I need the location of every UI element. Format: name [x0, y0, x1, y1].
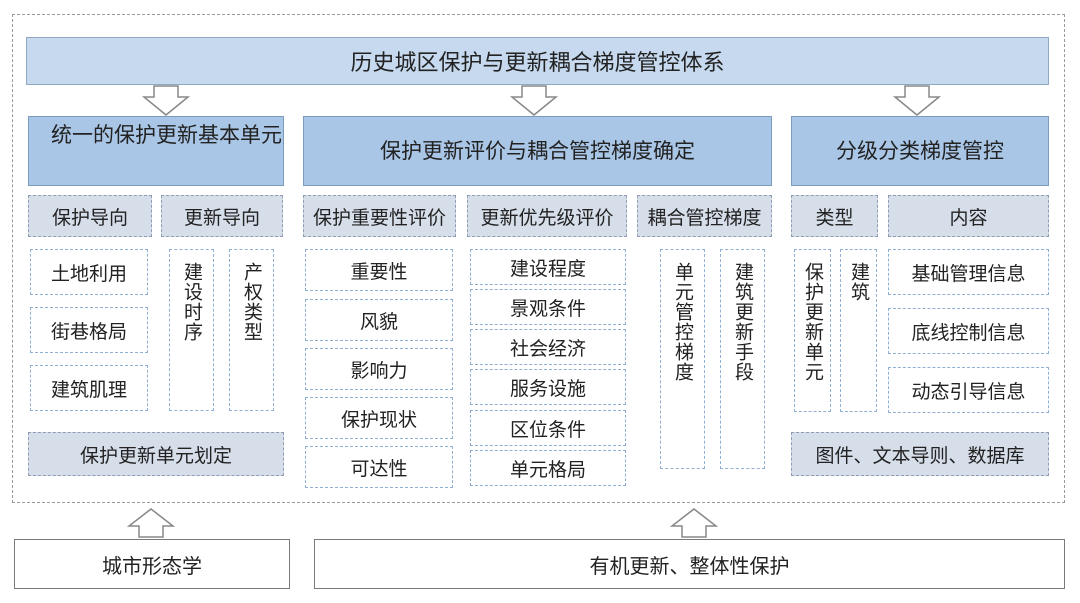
col2-header: 保护更新评价与耦合管控梯度确定: [303, 116, 772, 186]
outer-dashed-frame: [12, 14, 1065, 503]
foundation-organic-renewal: 有机更新、整体性保护: [314, 539, 1065, 589]
up-arrow-right: [669, 508, 719, 538]
col3-item-baseline-control: 底线控制信息: [888, 308, 1049, 354]
col2-eval-item-importance: 重要性: [305, 249, 453, 291]
col1-item-land-use: 土地利用: [30, 249, 148, 295]
col2-renew-item-construction: 建设程度: [470, 249, 626, 285]
col2-renew-item-services: 服务设施: [470, 369, 626, 405]
col3-sub-type: 类型: [791, 195, 878, 237]
col1-item-street-pattern: 街巷格局: [30, 307, 148, 353]
col3-sub-content: 内容: [888, 195, 1049, 237]
col2-renew-item-landscape: 景观条件: [470, 289, 626, 325]
down-arrow-left: [141, 85, 191, 116]
col1-item-building-texture: 建筑肌理: [30, 365, 148, 411]
col1-vert-property-type: 产权类型: [229, 249, 274, 411]
col3-footer: 图件、文本导则、数据库: [791, 432, 1049, 476]
col2-renew-item-unit-pattern: 单元格局: [470, 450, 626, 486]
foundation-urban-morphology: 城市形态学: [14, 539, 290, 589]
down-arrow-middle: [509, 85, 559, 116]
col2-sub-coupling-gradient: 耦合管控梯度: [637, 195, 772, 237]
system-title: 历史城区保护与更新耦合梯度管控体系: [26, 37, 1049, 85]
col1-header: 统一的保护更新基本单元: [28, 116, 284, 186]
col1-guide-protect: 保护导向: [28, 195, 152, 237]
col2-renew-item-location: 区位条件: [470, 410, 626, 446]
col3-vert-protection-unit: 保护更新单元: [794, 249, 831, 412]
col2-sub-renewal-eval: 更新优先级评价: [467, 195, 627, 237]
down-arrow-right: [892, 85, 942, 116]
up-arrow-left: [126, 508, 176, 538]
col2-eval-item-accessibility: 可达性: [305, 446, 453, 488]
col2-vert-unit-gradient: 单元管控梯度: [660, 249, 705, 469]
col3-item-basic-info: 基础管理信息: [888, 249, 1049, 295]
col2-vert-building-means: 建筑更新手段: [720, 249, 765, 469]
col2-eval-item-status: 保护现状: [305, 397, 453, 439]
col2-eval-item-influence: 影响力: [305, 348, 453, 390]
col2-renew-item-socioeconomic: 社会经济: [470, 329, 626, 365]
col2-sub-protection-eval: 保护重要性评价: [303, 195, 456, 237]
col3-item-dynamic-guidance: 动态引导信息: [888, 367, 1049, 413]
col1-guide-renew: 更新导向: [161, 195, 283, 237]
col1-vert-construction-sequence: 建设时序: [169, 249, 214, 411]
col3-header: 分级分类梯度管控: [791, 116, 1049, 186]
col1-footer: 保护更新单元划定: [28, 432, 284, 476]
col2-eval-item-appearance: 风貌: [305, 299, 453, 341]
col3-vert-building: 建筑: [840, 249, 877, 412]
